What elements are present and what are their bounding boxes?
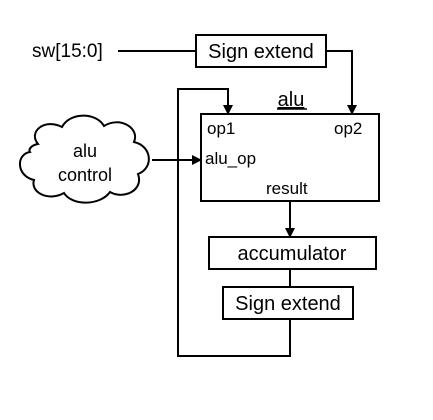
alu-op2-label: op2 xyxy=(334,119,362,138)
top-sign-extend-label: Sign extend xyxy=(208,41,314,63)
alu-title: alu xyxy=(278,89,305,111)
accumulator-label: accumulator xyxy=(238,243,347,265)
bottom-sign-extend-label: Sign extend xyxy=(235,293,341,315)
alu-control-cloud xyxy=(19,114,150,204)
alu-control-line2: control xyxy=(58,165,112,185)
alu-op-label: alu_op xyxy=(205,149,256,168)
alu-box xyxy=(200,113,380,202)
accumulator-box xyxy=(208,236,377,270)
sw-input-label: sw[15:0] xyxy=(32,41,103,62)
sign-extend-to-op2-wire xyxy=(326,50,357,115)
alu-op1-label: op1 xyxy=(207,119,235,138)
alu-control-line1: alu xyxy=(73,141,97,161)
feedback-to-op1-wire xyxy=(177,88,291,357)
alu-result-label: result xyxy=(266,179,308,198)
bottom-sign-extend-box xyxy=(222,286,354,320)
